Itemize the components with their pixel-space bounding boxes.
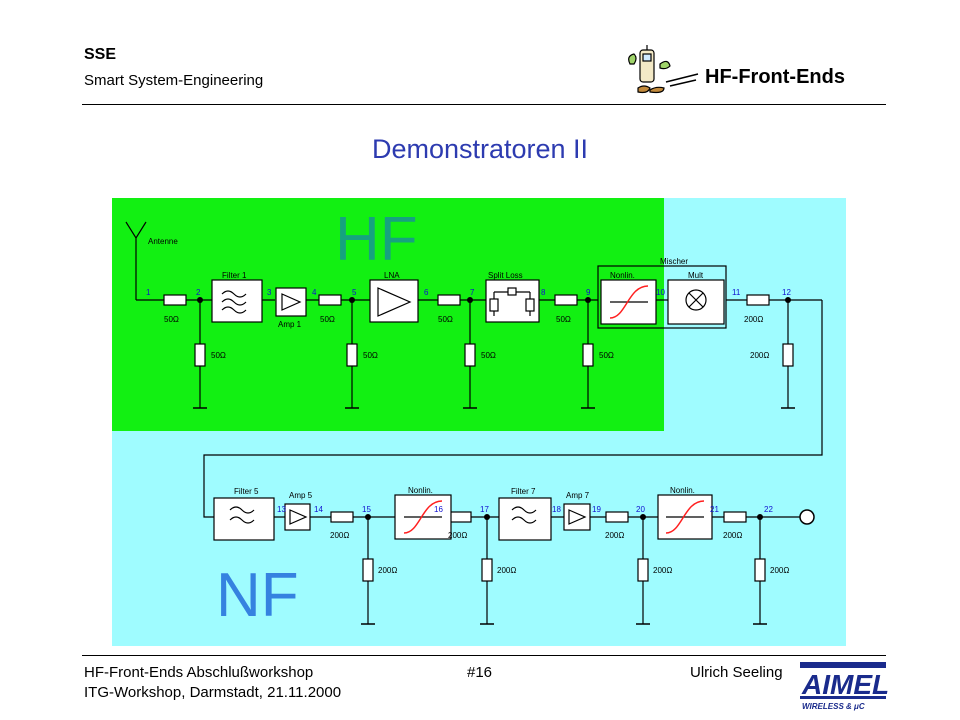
node-label: 2: [196, 288, 201, 297]
resistor-value: 200Ω: [330, 531, 349, 540]
resistor-value: 50Ω: [556, 315, 571, 324]
logo-subtext: WIRELESS & μC: [802, 702, 865, 711]
filter1-block: [211, 279, 263, 323]
footer-event: HF-Front-Ends Abschlußworkshop: [84, 664, 314, 681]
slide-number: #16: [467, 664, 493, 681]
node-label: 19: [592, 505, 601, 514]
resistor-value: 200Ω: [653, 566, 672, 575]
phone-mascot-icon: [628, 45, 699, 94]
slide-title: Demonstratoren II: [371, 134, 589, 164]
header-divider: [82, 104, 886, 105]
filter7-block: [498, 497, 552, 541]
resistor-value: 200Ω: [378, 566, 397, 575]
node-label: 14: [314, 505, 323, 514]
nonlin-top-label: Nonlin.: [610, 271, 635, 280]
amp7-label: Amp 7: [566, 491, 590, 500]
resistor-value: 200Ω: [497, 566, 516, 575]
node-label: 4: [312, 288, 317, 297]
logo-text: AIMEL: [801, 669, 889, 700]
node-label: 12: [782, 288, 791, 297]
resistor-value: 50Ω: [320, 315, 335, 324]
resistor-value: 50Ω: [438, 315, 453, 324]
node-label: 6: [424, 288, 429, 297]
node-label: 8: [541, 288, 546, 297]
nonlin-a-label: Nonlin.: [408, 486, 433, 495]
hf-region-label: HF: [335, 205, 418, 274]
nf-region-label: NF: [216, 561, 299, 630]
amp1-label: Amp 1: [278, 320, 302, 329]
resistor-value: 50Ω: [211, 351, 226, 360]
filter5-label: Filter 5: [234, 487, 259, 496]
atmel-logo: AIMEL WIRELESS & μC: [800, 662, 889, 711]
amp5-label: Amp 5: [289, 491, 313, 500]
org-full-name: Smart System-Engineering: [84, 72, 264, 89]
node-label: 5: [352, 288, 357, 297]
junction-dots: [197, 297, 791, 520]
resistor-value: 200Ω: [750, 351, 769, 360]
resistor-value: 200Ω: [605, 531, 624, 540]
node-label: 20: [636, 505, 645, 514]
footer-author: Ulrich Seeling: [690, 664, 783, 681]
node-label: 11: [732, 288, 741, 297]
node-label: 3: [267, 288, 272, 297]
output-terminal: [799, 509, 815, 525]
footer-divider: [82, 655, 886, 656]
node-numbers: 1 2 3 4 5 6 7 8 9 10 11 12 13 14 15 16 1…: [146, 288, 791, 514]
resistor-value: 200Ω: [770, 566, 789, 575]
mischer-label: Mischer: [660, 257, 688, 266]
footer-venue: ITG-Workshop, Darmstadt, 21.11.2000: [84, 684, 342, 701]
top-blocks: [211, 265, 727, 329]
resistor-value: 200Ω: [723, 531, 742, 540]
node-label: 15: [362, 505, 371, 514]
resistor-value: 50Ω: [481, 351, 496, 360]
lna-label: LNA: [384, 271, 400, 280]
node-label: 21: [710, 505, 719, 514]
resistor-values: 50Ω 50Ω 50Ω 50Ω 200Ω 50Ω 50Ω 50Ω 50Ω 200…: [164, 315, 789, 575]
header-title: HF-Front-Ends: [705, 66, 845, 88]
bottom-blocks: [213, 494, 713, 541]
mult-label: Mult: [688, 271, 704, 280]
resistor-value: 50Ω: [599, 351, 614, 360]
org-short-name: SSE: [84, 46, 117, 63]
resistor-value: 200Ω: [744, 315, 763, 324]
node-label: 22: [764, 505, 773, 514]
node-label: 1: [146, 288, 151, 297]
filter5-block: [213, 497, 275, 541]
node-label: 9: [586, 288, 591, 297]
filter7-label: Filter 7: [511, 487, 536, 496]
node-label: 10: [656, 288, 665, 297]
split-loss-label: Split Loss: [488, 271, 523, 280]
node-label: 17: [480, 505, 489, 514]
node-label: 13: [277, 505, 286, 514]
node-label: 18: [552, 505, 561, 514]
node-label: 7: [470, 288, 475, 297]
resistor-value: 50Ω: [164, 315, 179, 324]
filter1-label: Filter 1: [222, 271, 247, 280]
resistor-value: 50Ω: [363, 351, 378, 360]
resistor-value: 200Ω: [448, 531, 467, 540]
mischer-frame: [597, 265, 727, 329]
antenna-label: Antenne: [148, 237, 178, 246]
node-label: 16: [434, 505, 443, 514]
nonlin-b-label: Nonlin.: [670, 486, 695, 495]
